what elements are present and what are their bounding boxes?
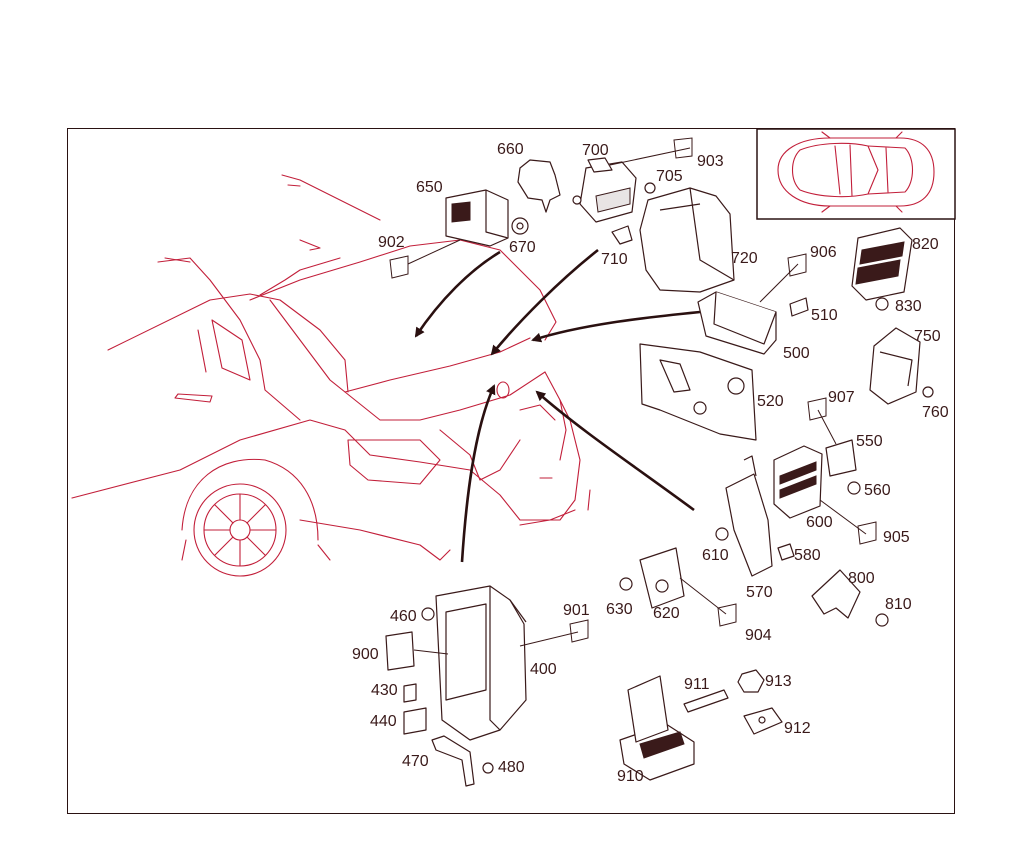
part-650 <box>445 189 509 247</box>
label-480: 480 <box>498 759 525 776</box>
label-470: 470 <box>402 753 429 770</box>
part-900 <box>385 631 449 671</box>
label-830: 830 <box>895 298 922 315</box>
label-520: 520 <box>757 393 784 410</box>
part-550 <box>825 439 857 477</box>
part-570 <box>725 455 773 577</box>
part-720 <box>639 187 735 293</box>
label-800: 800 <box>848 570 875 587</box>
installation-arrows <box>414 248 701 563</box>
label-430: 430 <box>371 682 398 699</box>
part-440 <box>403 707 427 735</box>
label-901: 901 <box>563 602 590 619</box>
part-700 <box>572 157 637 223</box>
label-600: 600 <box>806 514 833 531</box>
part-910 <box>619 675 695 781</box>
part-520 <box>639 343 757 441</box>
part-913 <box>737 669 765 693</box>
label-400: 400 <box>530 661 557 678</box>
part-911 <box>683 689 729 713</box>
leader-lines <box>407 147 867 647</box>
label-907: 907 <box>828 389 855 406</box>
label-620: 620 <box>653 605 680 622</box>
label-913: 913 <box>765 673 792 690</box>
label-460: 460 <box>390 608 417 625</box>
label-670: 670 <box>509 239 536 256</box>
label-580: 580 <box>794 547 821 564</box>
label-650: 650 <box>416 179 443 196</box>
label-510: 510 <box>811 307 838 324</box>
label-760: 760 <box>922 404 949 421</box>
label-500: 500 <box>783 345 810 362</box>
label-904: 904 <box>745 627 772 644</box>
part-600 <box>773 445 823 519</box>
part-430 <box>403 683 417 703</box>
part-500 <box>697 291 777 355</box>
label-810: 810 <box>885 596 912 613</box>
part-800 <box>811 569 861 619</box>
label-710: 710 <box>601 251 628 268</box>
label-705: 705 <box>656 168 683 185</box>
label-820: 820 <box>912 236 939 253</box>
vehicle-thumbnail <box>756 128 956 220</box>
label-911: 911 <box>684 676 710 693</box>
label-900: 900 <box>352 646 379 663</box>
label-906: 906 <box>810 244 837 261</box>
car-top-view-icon <box>777 131 935 213</box>
part-912 <box>743 707 783 735</box>
label-700: 700 <box>582 142 609 159</box>
label-440: 440 <box>370 713 397 730</box>
fasteners <box>421 182 934 774</box>
label-660: 660 <box>497 141 524 158</box>
label-610: 610 <box>702 547 729 564</box>
vehicle-rear-outline <box>71 174 591 577</box>
part-820 <box>851 227 913 301</box>
label-903: 903 <box>697 153 724 170</box>
callout-labels: 650 660 700 903 705 902 670 710 720 906 … <box>352 141 949 785</box>
label-750: 750 <box>914 328 941 345</box>
label-912: 912 <box>784 720 811 737</box>
label-tags <box>389 137 877 643</box>
label-570: 570 <box>746 584 773 601</box>
part-750 <box>869 327 921 405</box>
part-470 <box>431 735 475 787</box>
label-905: 905 <box>883 529 910 546</box>
part-660 <box>517 159 561 213</box>
label-720: 720 <box>731 250 758 267</box>
label-550: 550 <box>856 433 883 450</box>
label-910: 910 <box>617 768 644 785</box>
label-630: 630 <box>606 601 633 618</box>
part-400 <box>435 585 527 741</box>
label-902: 902 <box>378 234 405 251</box>
part-620 <box>639 547 685 609</box>
label-560: 560 <box>864 482 891 499</box>
